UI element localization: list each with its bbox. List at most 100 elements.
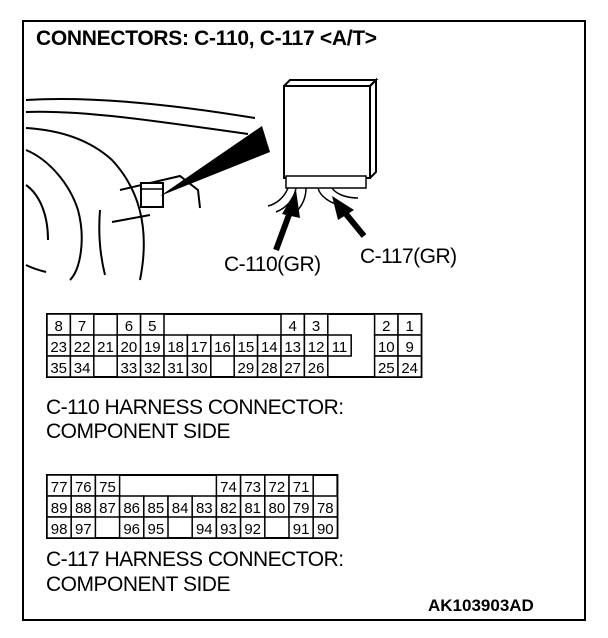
c117-pin-cell: 76 — [70, 474, 97, 497]
c110-pin-cell: 29 — [233, 355, 259, 378]
c110-pin-cell: 24 — [397, 355, 423, 378]
c117-pin-number: 93 — [220, 521, 237, 538]
c117-caption-line2: COMPONENT SIDE — [46, 573, 230, 596]
c110-caption-line2: COMPONENT SIDE — [46, 420, 230, 443]
callout-label-c110: C-110(GR) — [224, 253, 321, 276]
reference-code: AK103903AD — [428, 596, 534, 615]
ecu-module-icon — [267, 77, 379, 213]
c110-caption-line1: C-110 HARNESS CONNECTOR: — [46, 396, 344, 419]
c117-pin-number: 75 — [99, 479, 116, 496]
c117-pin-cell: 77 — [46, 474, 72, 497]
c110-pin-number: 12 — [308, 339, 325, 356]
c110-pin-number: 17 — [191, 339, 208, 356]
diagram-frame — [22, 20, 586, 621]
c117-pin-number: 90 — [317, 521, 334, 538]
callout-label-c117: C-117(GR) — [360, 245, 457, 268]
c110-pin-cell: 25 — [373, 355, 399, 378]
c110-pin-number: 33 — [121, 360, 138, 377]
c110-pin-number: 31 — [167, 360, 184, 377]
c110-pin-cell: 22 — [69, 334, 95, 357]
c110-pin-cell: 30 — [186, 355, 212, 378]
c117-pin-number: 74 — [220, 479, 237, 496]
c117-pin-cell: 82 — [215, 495, 242, 518]
c117-pin-cell: 88 — [70, 495, 97, 518]
c110-pin-cell: 27 — [280, 355, 306, 378]
c110-pin-number: 18 — [167, 339, 184, 356]
c110-pin-number: 30 — [191, 360, 208, 377]
c117-pin-number: 79 — [293, 500, 310, 517]
c110-pin-number: 21 — [97, 339, 114, 356]
c117-pin-number: 84 — [172, 500, 189, 517]
c110-pin-number: 16 — [214, 339, 231, 356]
c117-pin-number: 83 — [196, 500, 213, 517]
c117-pin-cell: 84 — [167, 495, 193, 518]
c117-pin-cell: 79 — [288, 495, 314, 518]
c117-pin-number: 80 — [269, 500, 286, 517]
c110-pin-cell: 19 — [139, 334, 165, 357]
c110-pin-box — [186, 355, 212, 378]
c117-pin-cell: 97 — [70, 516, 97, 539]
c110-pin-number: 10 — [378, 339, 395, 356]
c110-pin-cell: 23 — [46, 334, 72, 357]
c117-pin-box — [239, 516, 266, 539]
c117-pin-number: 81 — [244, 500, 261, 517]
c117-pin-cell: 98 — [46, 516, 72, 539]
c110-pin-number: 4 — [289, 318, 297, 335]
c117-pin-cell: 93 — [215, 516, 242, 539]
c110-pin-box — [397, 355, 423, 378]
c117-pin-number: 78 — [317, 500, 334, 517]
c117-pin-number: 82 — [220, 500, 237, 517]
c110-pin-number: 8 — [55, 318, 63, 335]
dash-connector-icon — [140, 182, 164, 208]
c117-pin-cell: 74 — [215, 474, 242, 497]
c117-caption-line1: C-117 HARNESS CONNECTOR: — [46, 548, 344, 571]
c117-pin-number: 95 — [148, 521, 165, 538]
c117-pin-cell: 87 — [94, 495, 121, 518]
c117-pin-number: 77 — [51, 479, 68, 496]
c110-pin-number: 3 — [312, 318, 320, 335]
c117-pin-cell: 94 — [191, 516, 218, 539]
c117-pin-cell: 92 — [239, 516, 266, 539]
c110-pin-number: 26 — [308, 360, 325, 377]
c110-pin-number: 9 — [406, 339, 414, 356]
c110-pin-number: 35 — [50, 360, 67, 377]
c117-pin-number: 98 — [51, 521, 68, 538]
c110-pin-number: 34 — [74, 360, 91, 377]
c117-pin-number: 89 — [51, 500, 68, 517]
c117-pin-cell: 75 — [94, 474, 121, 497]
c110-pin-number: 24 — [401, 360, 418, 377]
c117-pin-number: 86 — [123, 500, 140, 517]
c110-pin-number: 11 — [332, 339, 348, 356]
c110-pin-box — [303, 355, 329, 378]
c110-pin-box — [69, 355, 95, 378]
c110-pin-number: 20 — [121, 339, 138, 356]
c117-pin-cell: 90 — [312, 516, 339, 539]
c117-pin-cell: 78 — [312, 495, 339, 518]
c117-pin-cell: 83 — [191, 495, 218, 518]
c117-pin-cell: 86 — [118, 495, 145, 518]
c117-pin-number: 96 — [123, 521, 140, 538]
c117-pin-number: 76 — [75, 479, 92, 496]
arrow-c110-icon — [273, 190, 300, 252]
c117-pin-number: 85 — [148, 500, 165, 517]
c110-pin-number: 14 — [261, 339, 278, 356]
c110-pin-cell: 16 — [210, 334, 235, 357]
c110-pin-number: 6 — [125, 318, 133, 335]
c110-pin-number: 7 — [78, 318, 86, 335]
c117-pin-cell: 85 — [143, 495, 169, 518]
c110-pin-cell: 20 — [116, 334, 142, 357]
c110-pin-number: 19 — [144, 339, 161, 356]
c117-pin-cell: 80 — [264, 495, 290, 518]
c117-pin-box — [70, 516, 97, 539]
c117-pin-number: 71 — [293, 479, 310, 496]
c117-pin-number: 92 — [244, 521, 261, 538]
c117-pin-cell: 71 — [288, 474, 314, 497]
c117-pin-number: 88 — [75, 500, 92, 517]
c110-pin-number: 27 — [284, 360, 301, 377]
c117-pin-cell: 95 — [143, 516, 169, 539]
c110-pin-number: 5 — [148, 318, 156, 335]
c117-pin-number: 91 — [293, 521, 310, 538]
c110-pin-cell: 28 — [256, 355, 282, 378]
